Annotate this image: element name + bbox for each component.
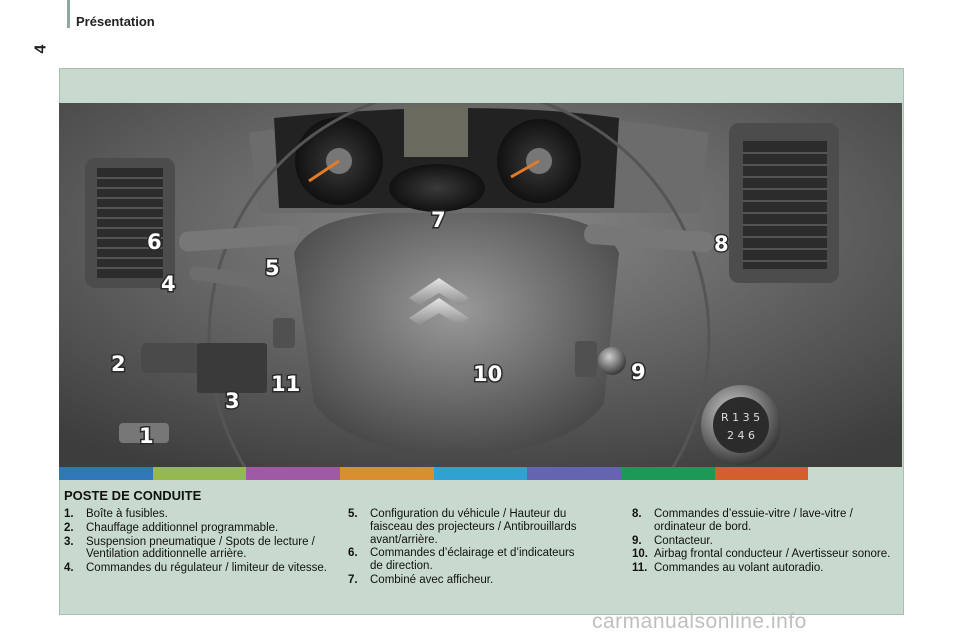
fuel-temp-gauges <box>389 164 485 212</box>
cruise-stalk <box>189 266 299 294</box>
color-stripe <box>246 467 341 480</box>
legend-text: Commandes d’essuie-vitre / lave-vitre / … <box>654 508 853 533</box>
color-stripe <box>621 467 715 480</box>
right-stalk <box>584 224 714 252</box>
callout-4: 4 <box>161 272 176 296</box>
color-stripe <box>59 467 153 480</box>
legend-text: Combiné avec afficheur. <box>370 573 494 586</box>
watermark: carmanualsonline.info <box>592 610 807 633</box>
color-stripe <box>808 467 903 480</box>
dashboard-photo: R 1 3 5 2 4 6 1 2 3 4 5 6 7 8 9 10 11 <box>59 103 902 467</box>
color-stripe <box>340 467 434 480</box>
brand-chevron-bottom <box>409 298 469 325</box>
callout-2: 2 <box>111 352 126 376</box>
ignition-switch <box>598 347 626 375</box>
section-title: Présentation <box>76 14 155 29</box>
legend-item: 7. Combiné avec afficheur. <box>348 574 588 587</box>
callout-1: 1 <box>139 424 154 448</box>
legend-text: Contacteur. <box>654 534 713 547</box>
legend-item: 4. Commandes du régulateur / limiteur de … <box>64 562 328 575</box>
legend-item: 6. Commandes d’éclairage et d’indicateurs… <box>348 547 588 573</box>
legend-text: Commandes au volant autoradio. <box>654 562 824 575</box>
callout-10: 10 <box>473 362 502 386</box>
left-wheel-buttons <box>273 318 295 348</box>
legend-item: 9. Contacteur. <box>632 535 900 548</box>
legend-text: Chauffage additionnel programmable. <box>86 521 279 534</box>
legend-column-1: 1. Boîte à fusibles. 2. Chauffage additionn… <box>64 508 328 576</box>
callout-6: 6 <box>147 230 162 254</box>
steering-wheel-rim <box>207 103 711 467</box>
callout-11: 11 <box>271 372 300 396</box>
callout-8: 8 <box>714 232 729 256</box>
color-stripe <box>152 467 247 480</box>
callout-3: 3 <box>225 389 240 413</box>
legend-text: Boîte à fusibles. <box>86 508 168 520</box>
callout-9: 9 <box>631 360 646 384</box>
legend-text: Airbag frontal conducteur / Avertisseur … <box>654 548 891 561</box>
legend-item: 1. Boîte à fusibles. <box>64 508 328 521</box>
legend-number: 4. <box>64 562 74 575</box>
right-wheel-buttons <box>575 341 597 377</box>
dashboard-illustration: R 1 3 5 2 4 6 1 2 3 4 5 6 7 8 9 10 11 <box>59 103 902 467</box>
legend-text: Commandes d’éclairage et d’indicateurs d… <box>370 547 575 573</box>
color-stripe <box>527 467 622 480</box>
legend-number: 3. <box>64 535 74 548</box>
legend-item: 2. Chauffage additionnel programmable. <box>64 522 328 535</box>
legend-number: 1. <box>64 508 74 520</box>
gear-pattern-bottom: 2 4 6 <box>727 429 755 442</box>
legend-number: 9. <box>632 534 642 547</box>
header-accent-bar <box>67 0 70 28</box>
legend-number: 5. <box>348 508 358 520</box>
heater-timer <box>141 343 201 373</box>
switch-panel <box>197 343 267 393</box>
legend-item: 10. Airbag frontal conducteur / Avertisse… <box>632 548 900 561</box>
legend-item: 5. Configuration du véhicule / Hauteur du… <box>348 508 588 546</box>
content-title: POSTE DE CONDUITE <box>64 488 202 503</box>
color-stripe <box>714 467 809 480</box>
callout-5: 5 <box>265 256 280 280</box>
color-stripe <box>433 467 528 480</box>
page-number: 4 <box>32 44 50 54</box>
legend-number: 11. <box>632 562 648 575</box>
legend-column-2: 5. Configuration du véhicule / Hauteur du… <box>348 508 588 588</box>
callout-7: 7 <box>431 208 446 232</box>
legend-number: 8. <box>632 508 642 520</box>
left-stalk <box>179 224 299 252</box>
fuse-box-cover <box>119 423 169 443</box>
legend-number: 2. <box>64 521 74 534</box>
legend-text: Suspension pneumatique / Spots de lectur… <box>86 535 315 561</box>
brand-chevron-top <box>409 278 469 305</box>
legend-item: 8. Commandes d’essuie-vitre / lave-vitre … <box>632 508 900 534</box>
legend-text: Configuration du véhicule / Hauteur du f… <box>370 508 577 546</box>
legend-column-3: 8. Commandes d’essuie-vitre / lave-vitre … <box>632 508 900 576</box>
legend-number: 7. <box>348 573 358 586</box>
gear-pattern-top: R 1 3 5 <box>721 411 760 424</box>
steering-wheel-hub <box>294 213 619 455</box>
legend-number: 10. <box>632 548 648 561</box>
legend-number: 6. <box>348 547 358 560</box>
legend-item: 3. Suspension pneumatique / Spots de lect… <box>64 536 328 562</box>
legend-item: 11. Commandes au volant autoradio. <box>632 562 900 575</box>
legend-text: Commandes du régulateur / limiteur de vi… <box>86 562 327 575</box>
display-screen <box>404 105 468 157</box>
